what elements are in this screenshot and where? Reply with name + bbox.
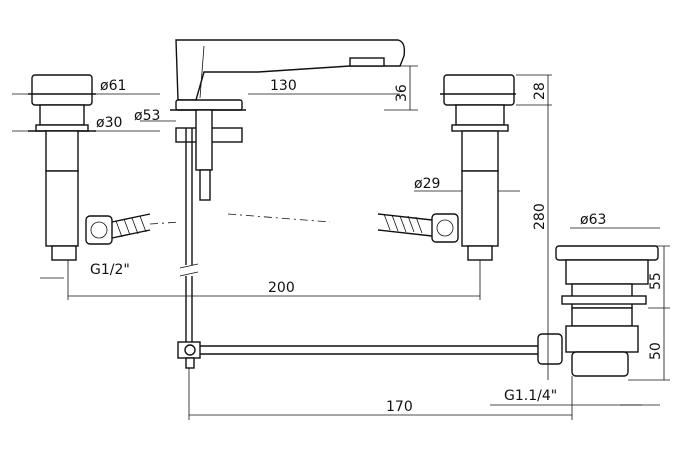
spout: [170, 39, 406, 345]
dimension-lines: [12, 65, 670, 420]
label-drain-height-top: 55: [648, 272, 664, 290]
label-spout-diameter: ø61: [100, 78, 126, 94]
left-valve: [28, 74, 181, 261]
label-right-body-diameter: ø29: [414, 176, 440, 192]
label-spout-reach: 130: [270, 78, 297, 94]
label-base-diameter: ø53: [134, 108, 160, 124]
label-spout-height: 36: [394, 84, 410, 102]
label-right-handle-height: 28: [532, 82, 548, 100]
label-drain-reach: 170: [386, 399, 413, 415]
label-inlet-thread: G1/2": [90, 262, 130, 278]
drain: [177, 245, 659, 377]
label-drain-diameter: ø63: [580, 212, 606, 228]
dimension-labels: ø61 ø30 ø53 130 36 28 ø29 280 G1/2" 200 …: [90, 78, 664, 415]
label-total-height: 280: [532, 203, 548, 230]
right-valve: [377, 74, 516, 261]
label-drain-thread: G1.1/4": [504, 388, 557, 404]
label-center-distance: 200: [268, 280, 295, 296]
label-handle-diameter: ø30: [96, 115, 122, 131]
label-drain-height-bottom: 50: [648, 342, 664, 360]
